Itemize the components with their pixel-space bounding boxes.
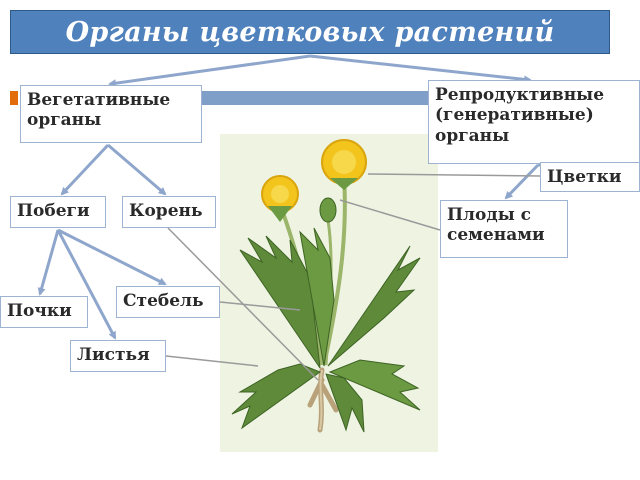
pointer-stem — [219, 301, 301, 311]
arrow-reproductive-to-fruits — [504, 163, 540, 200]
pointer-fruits — [339, 199, 441, 231]
dandelion-plant-icon — [231, 139, 421, 433]
arrow-shoots-to-stem — [57, 228, 167, 286]
arrow-vegetative-to-shoots — [60, 143, 110, 196]
flowers-box: Цветки — [540, 162, 640, 192]
diagram-title: Органы цветковых растений — [65, 16, 555, 48]
buds-box: Почки — [0, 296, 88, 328]
fruits-with-seeds-box: Плоды с семенами — [440, 200, 568, 258]
leaves-box: Листья — [70, 340, 166, 372]
title-bar: Органы цветковых растений — [10, 10, 610, 54]
stem-box: Стебель — [116, 286, 220, 318]
arrow-vegetative-to-root — [107, 143, 167, 196]
arrow-shoots-to-leaves — [56, 229, 117, 340]
vegetative-organs-box: Вегетативные органы — [20, 85, 202, 143]
pointer-flowers — [367, 173, 541, 177]
accent-bar — [202, 91, 430, 105]
root-box: Корень — [122, 196, 216, 228]
arrow-title-to-vegetative — [108, 54, 311, 88]
arrow-shoots-to-buds — [37, 229, 60, 296]
shoots-box: Побеги — [10, 196, 106, 228]
accent-square — [10, 91, 18, 105]
pointer-leaves — [165, 355, 259, 367]
reproductive-organs-box: Репродуктивные (генеративные) органы — [428, 80, 640, 164]
arrow-title-to-reproductive — [309, 54, 532, 84]
